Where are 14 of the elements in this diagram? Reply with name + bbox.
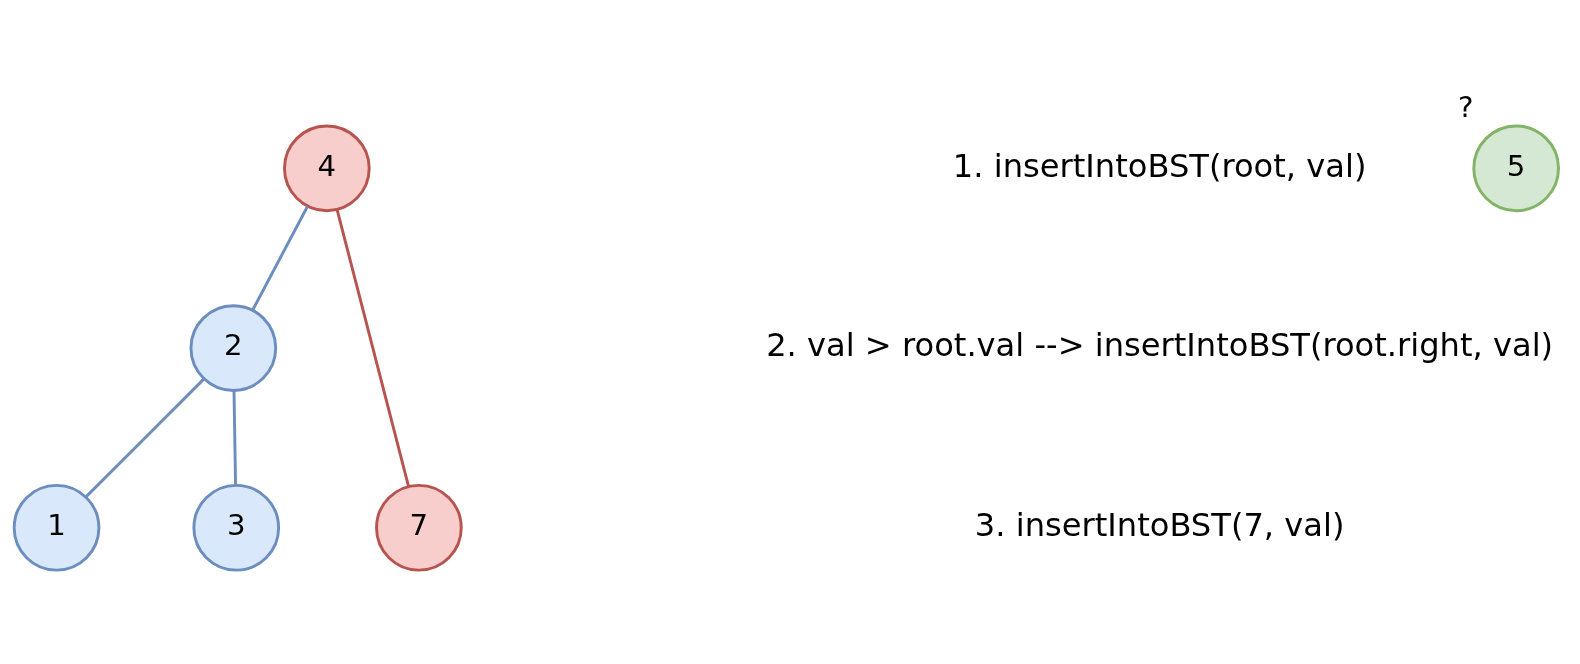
node-circle: 4 [283, 124, 371, 213]
node-circle: 7 [375, 483, 463, 572]
node-circle: 2 [189, 304, 278, 392]
connector [85, 378, 205, 498]
node-circle: 1 [12, 483, 101, 572]
label: 1. insertIntoBST(root, val) [952, 146, 1367, 185]
connector [335, 209, 410, 487]
node-circle: 5 [1472, 124, 1560, 213]
connector [251, 205, 309, 311]
label: 2. val > root.val --> insertIntoBST(root.right, val) [766, 326, 1554, 365]
label: 3. insertIntoBST(7, val) [974, 505, 1345, 544]
connector [232, 390, 237, 485]
node-circle: 3 [192, 483, 281, 572]
node-label: ? [1457, 90, 1474, 125]
